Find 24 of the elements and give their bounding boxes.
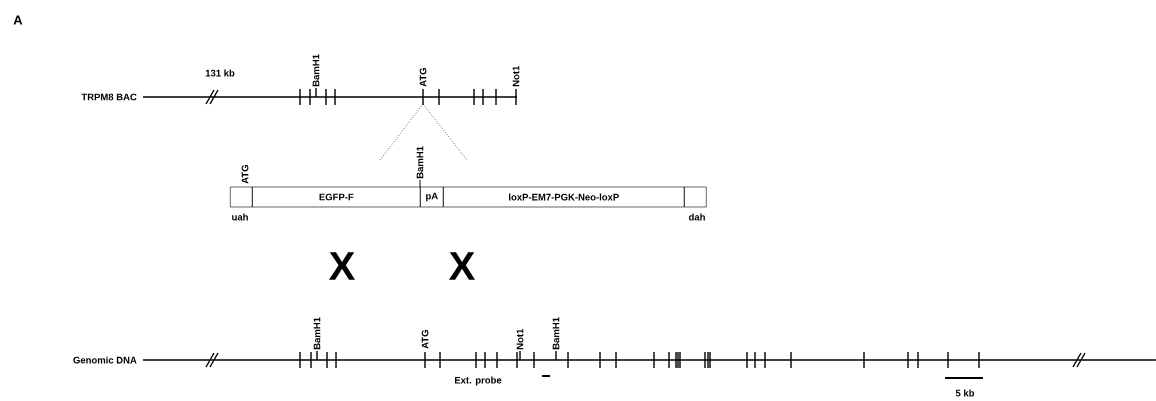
row-label: TRPM8 BAC xyxy=(81,93,137,101)
site-label: Not1 xyxy=(516,328,524,350)
length-label: 131 kb xyxy=(205,69,235,77)
homology-arm-box xyxy=(684,186,707,208)
cassette-segment: EGFP-F xyxy=(252,186,421,208)
row-label: Genomic DNA xyxy=(73,356,137,364)
homology-arm-box xyxy=(230,186,253,208)
cassette-segment: pA xyxy=(420,186,444,208)
site-label: ATG xyxy=(419,68,427,87)
site-label: Not1 xyxy=(512,65,520,87)
scale-label: 5 kb xyxy=(955,389,975,397)
crossover-mark: X xyxy=(449,252,475,280)
site-label: BamH1 xyxy=(416,146,424,179)
site-label: BamH1 xyxy=(312,54,320,87)
arm-label: uah xyxy=(232,213,248,221)
probe-label: Ext. probe xyxy=(455,376,502,386)
arm-label: dah xyxy=(688,213,705,221)
crossover-mark: X xyxy=(329,252,355,280)
site-label: ATG xyxy=(241,165,249,184)
panel-letter: A xyxy=(13,15,23,25)
cassette-segment: loxP-EM7-PGK-Neo-loxP xyxy=(443,186,685,208)
site-label: ATG xyxy=(421,330,429,349)
site-label: BamH1 xyxy=(313,317,321,350)
site-label: BamH1 xyxy=(552,317,560,350)
